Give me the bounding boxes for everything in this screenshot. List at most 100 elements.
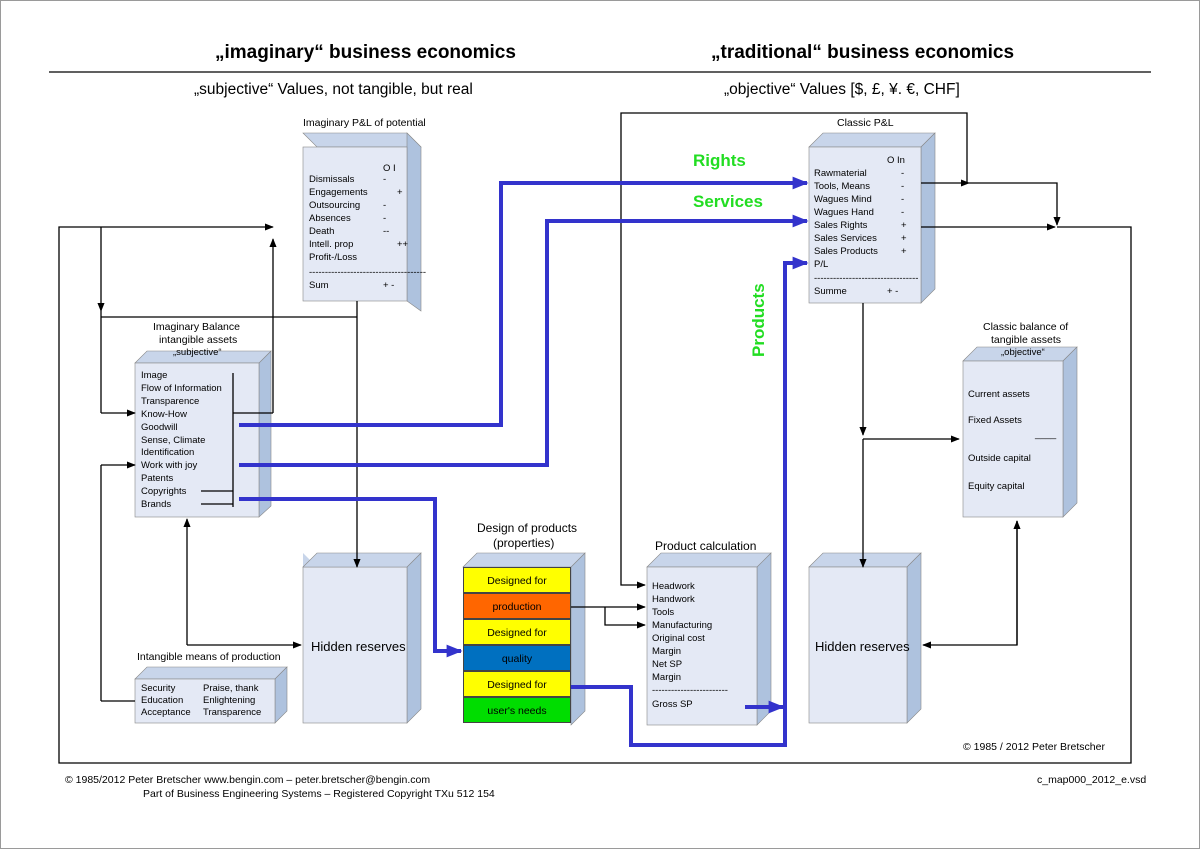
classic-pl-row-value: - (901, 168, 905, 179)
classic-pl-row-label: Sales Rights (814, 220, 868, 231)
box-classic-pl (808, 132, 936, 304)
box-design (462, 552, 586, 726)
classic-pl-row-value: + (901, 233, 907, 244)
right-title: „traditional“ business economics (711, 42, 1015, 63)
product-calc-divider: ------------------------ (652, 685, 728, 696)
classic-balance-caption-2: tangible assets (991, 334, 1062, 346)
classic-balance-item: Outside capital (968, 453, 1031, 464)
intangible-means-item: Education (141, 695, 184, 706)
imag-balance-item: Patents (141, 473, 174, 485)
imag-pl-divider: ------------------------------------- (309, 267, 427, 278)
imag-pl-row-value: - (383, 200, 387, 211)
classic-pl-col-header: O In (887, 155, 905, 166)
footer-line-1: © 1985/2012 Peter Bretscher www.bengin.c… (65, 774, 431, 786)
classic-pl-row-label: Sales Services (814, 233, 877, 244)
classic-pl-caption: Classic P&L (837, 117, 894, 129)
imag-pl-row-label: Death (309, 226, 335, 237)
classic-pl-row-label: P/L (814, 259, 829, 270)
intangible-means-item: Praise, thank (203, 683, 259, 694)
classic-pl-sum-label: Summe (814, 286, 847, 297)
design-caption-2: (properties) (493, 536, 555, 550)
design-cell: Designed for (463, 619, 571, 645)
hidden-reserves-left: Hidden reserves (311, 639, 406, 654)
imag-pl-row-label: Outsourcing (309, 200, 361, 211)
imag-balance-item: Goodwill (141, 421, 178, 433)
flow-label-services: Services (693, 192, 763, 211)
intangible-means-item: Enlightening (203, 695, 256, 706)
imag-balance-caption-2: intangible assets (159, 334, 238, 346)
right-subtitle: „objective“ Values [$, £, ¥. €, CHF] (724, 81, 960, 98)
product-calc-item: Net SP (652, 659, 683, 670)
imag-pl-caption: Imaginary P&L of potential (303, 117, 426, 129)
intangible-means-item: Transparence (203, 707, 262, 718)
imag-balance-item: Brands (141, 499, 172, 510)
product-calc-item: Margin (652, 646, 682, 657)
imag-balance-item: Flow of Information (141, 382, 222, 394)
design-cell: user's needs (463, 697, 571, 723)
footer-line-2: Part of Business Engineering Systems – R… (143, 788, 495, 800)
imag-balance-item: Transparence (141, 395, 200, 407)
box-imag-balance (134, 350, 272, 518)
imag-pl-row-value: -- (383, 226, 390, 237)
classic-pl-row-label: Wagues Hand (814, 207, 874, 218)
box-hidden-left (302, 552, 422, 724)
design-cell: Designed for (463, 671, 571, 697)
intangible-means-item: Security (141, 683, 176, 694)
box-imag-pl (302, 132, 422, 312)
classic-pl-divider: --------------------------------- (814, 273, 919, 284)
imag-pl-row-value: ++ (397, 239, 409, 250)
classic-pl-row-value: + (901, 246, 907, 257)
imag-balance-item: Sense, Climate (141, 434, 206, 446)
imag-pl-row-label: Profit-/Loss (309, 252, 358, 263)
imag-pl-row-label: Absences (309, 213, 351, 224)
imag-balance-caption-1: Imaginary Balance (153, 321, 240, 333)
left-subtitle: „subjective“ Values, not tangible, but r… (194, 81, 473, 98)
product-calc-item: Handwork (652, 594, 695, 605)
hidden-reserves-right: Hidden reserves (815, 639, 910, 654)
classic-pl-row-value: + (901, 220, 907, 231)
imag-balance-item: Work with joy (141, 460, 198, 472)
product-calc-item: Tools (652, 607, 675, 618)
flow-label-products: Products (749, 283, 768, 357)
imag-pl-row-label: Intell. prop (309, 239, 354, 250)
classic-balance-rule: ____ (1035, 429, 1057, 440)
imag-pl-sum-label: Sum (309, 280, 329, 291)
imag-pl-row-label: Dismissals (309, 174, 355, 185)
imag-pl-row-value: + (397, 187, 403, 198)
classic-balance-caption-1: Classic balance of (983, 321, 1069, 333)
classic-pl-row-value: - (901, 194, 905, 205)
imag-balance-item: Identification (141, 447, 195, 459)
design-caption-1: Design of products (477, 521, 578, 535)
imag-balance-item: Know-How (141, 408, 187, 420)
classic-pl-row-label: Wagues Mind (814, 194, 872, 205)
box-classic-balance (962, 346, 1078, 518)
classic-balance-tag: „objective“ (1001, 347, 1045, 358)
left-title: „imaginary“ business economics (215, 42, 516, 63)
design-cell: Designed for (463, 567, 571, 593)
footer-file: c_map000_2012_e.vsd (1037, 774, 1147, 786)
classic-balance-item: Equity capital (968, 481, 1025, 492)
box-product-calc (646, 552, 772, 726)
design-cell: quality (463, 645, 571, 671)
product-calc-item: Original cost (652, 633, 705, 644)
product-calc-item: Manufacturing (652, 620, 713, 631)
classic-balance-item: Fixed Assets (968, 415, 1022, 426)
imag-pl-sum-value: + - (383, 280, 395, 291)
product-calc-gross: Gross SP (652, 699, 693, 710)
imag-balance-item: Copyrights (141, 486, 187, 498)
classic-pl-sum-value: + - (887, 286, 899, 297)
flow-label-rights: Rights (693, 151, 746, 170)
classic-pl-row-value: - (901, 207, 905, 218)
intangible-means-item: Acceptance (141, 707, 191, 718)
classic-pl-row-value: - (901, 181, 905, 192)
imag-balance-tag: „subjective“ (173, 347, 222, 358)
classic-pl-row-label: Tools, Means (814, 181, 870, 192)
blue-flows (239, 176, 809, 747)
box-intangible-means (134, 666, 288, 724)
box-hidden-right (808, 552, 922, 724)
imag-pl-row-label: Engagements (309, 187, 368, 198)
product-calc-caption: Product calculation (655, 539, 757, 553)
product-calc-item: Margin (652, 672, 682, 683)
